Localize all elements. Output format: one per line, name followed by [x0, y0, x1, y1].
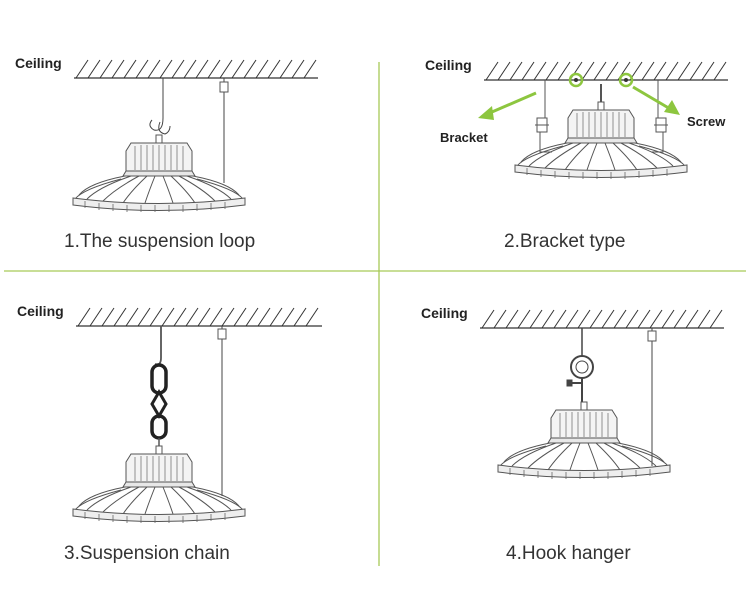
ufo-lamp: [72, 445, 246, 524]
suspension-chain: [150, 363, 168, 440]
hook-hanger: [566, 328, 594, 404]
bracket-label: Bracket: [440, 130, 488, 145]
panel-suspension-chain: Ceiling 3.Suspension chain: [17, 303, 322, 564]
screw-label: Screw: [687, 114, 726, 129]
ufo-lamp: [72, 134, 246, 213]
ceiling-label: Ceiling: [15, 55, 62, 71]
panel-dividers: [4, 62, 746, 566]
ceiling-hatch: [481, 309, 723, 329]
ceiling-label: Ceiling: [17, 303, 64, 319]
caption: 1.The suspension loop: [64, 231, 255, 252]
panel-bracket-type: Ceiling: [425, 57, 728, 252]
ceiling-hatch: [75, 59, 317, 79]
ceiling-label: Ceiling: [425, 57, 472, 73]
screw-highlight-right: [618, 72, 634, 88]
ceiling-label: Ceiling: [421, 305, 468, 321]
ceiling-hatch: [77, 307, 319, 327]
panel-hook-hanger: Ceiling 4.Hook hanger: [421, 305, 724, 564]
panel-suspension-loop: Ceiling 1.The suspension loop: [15, 55, 318, 252]
ceiling-hatch: [485, 61, 727, 81]
suspension-loop: [149, 78, 164, 131]
caption: 4.Hook hanger: [506, 543, 631, 564]
caption: 2.Bracket type: [504, 231, 625, 252]
screw-highlight-left: [568, 72, 584, 88]
ufo-lamp: [497, 401, 671, 480]
bracket-arrow: [478, 91, 537, 120]
caption: 3.Suspension chain: [64, 543, 230, 564]
screw-arrow: [632, 85, 680, 115]
ufo-lamp: [514, 101, 688, 180]
